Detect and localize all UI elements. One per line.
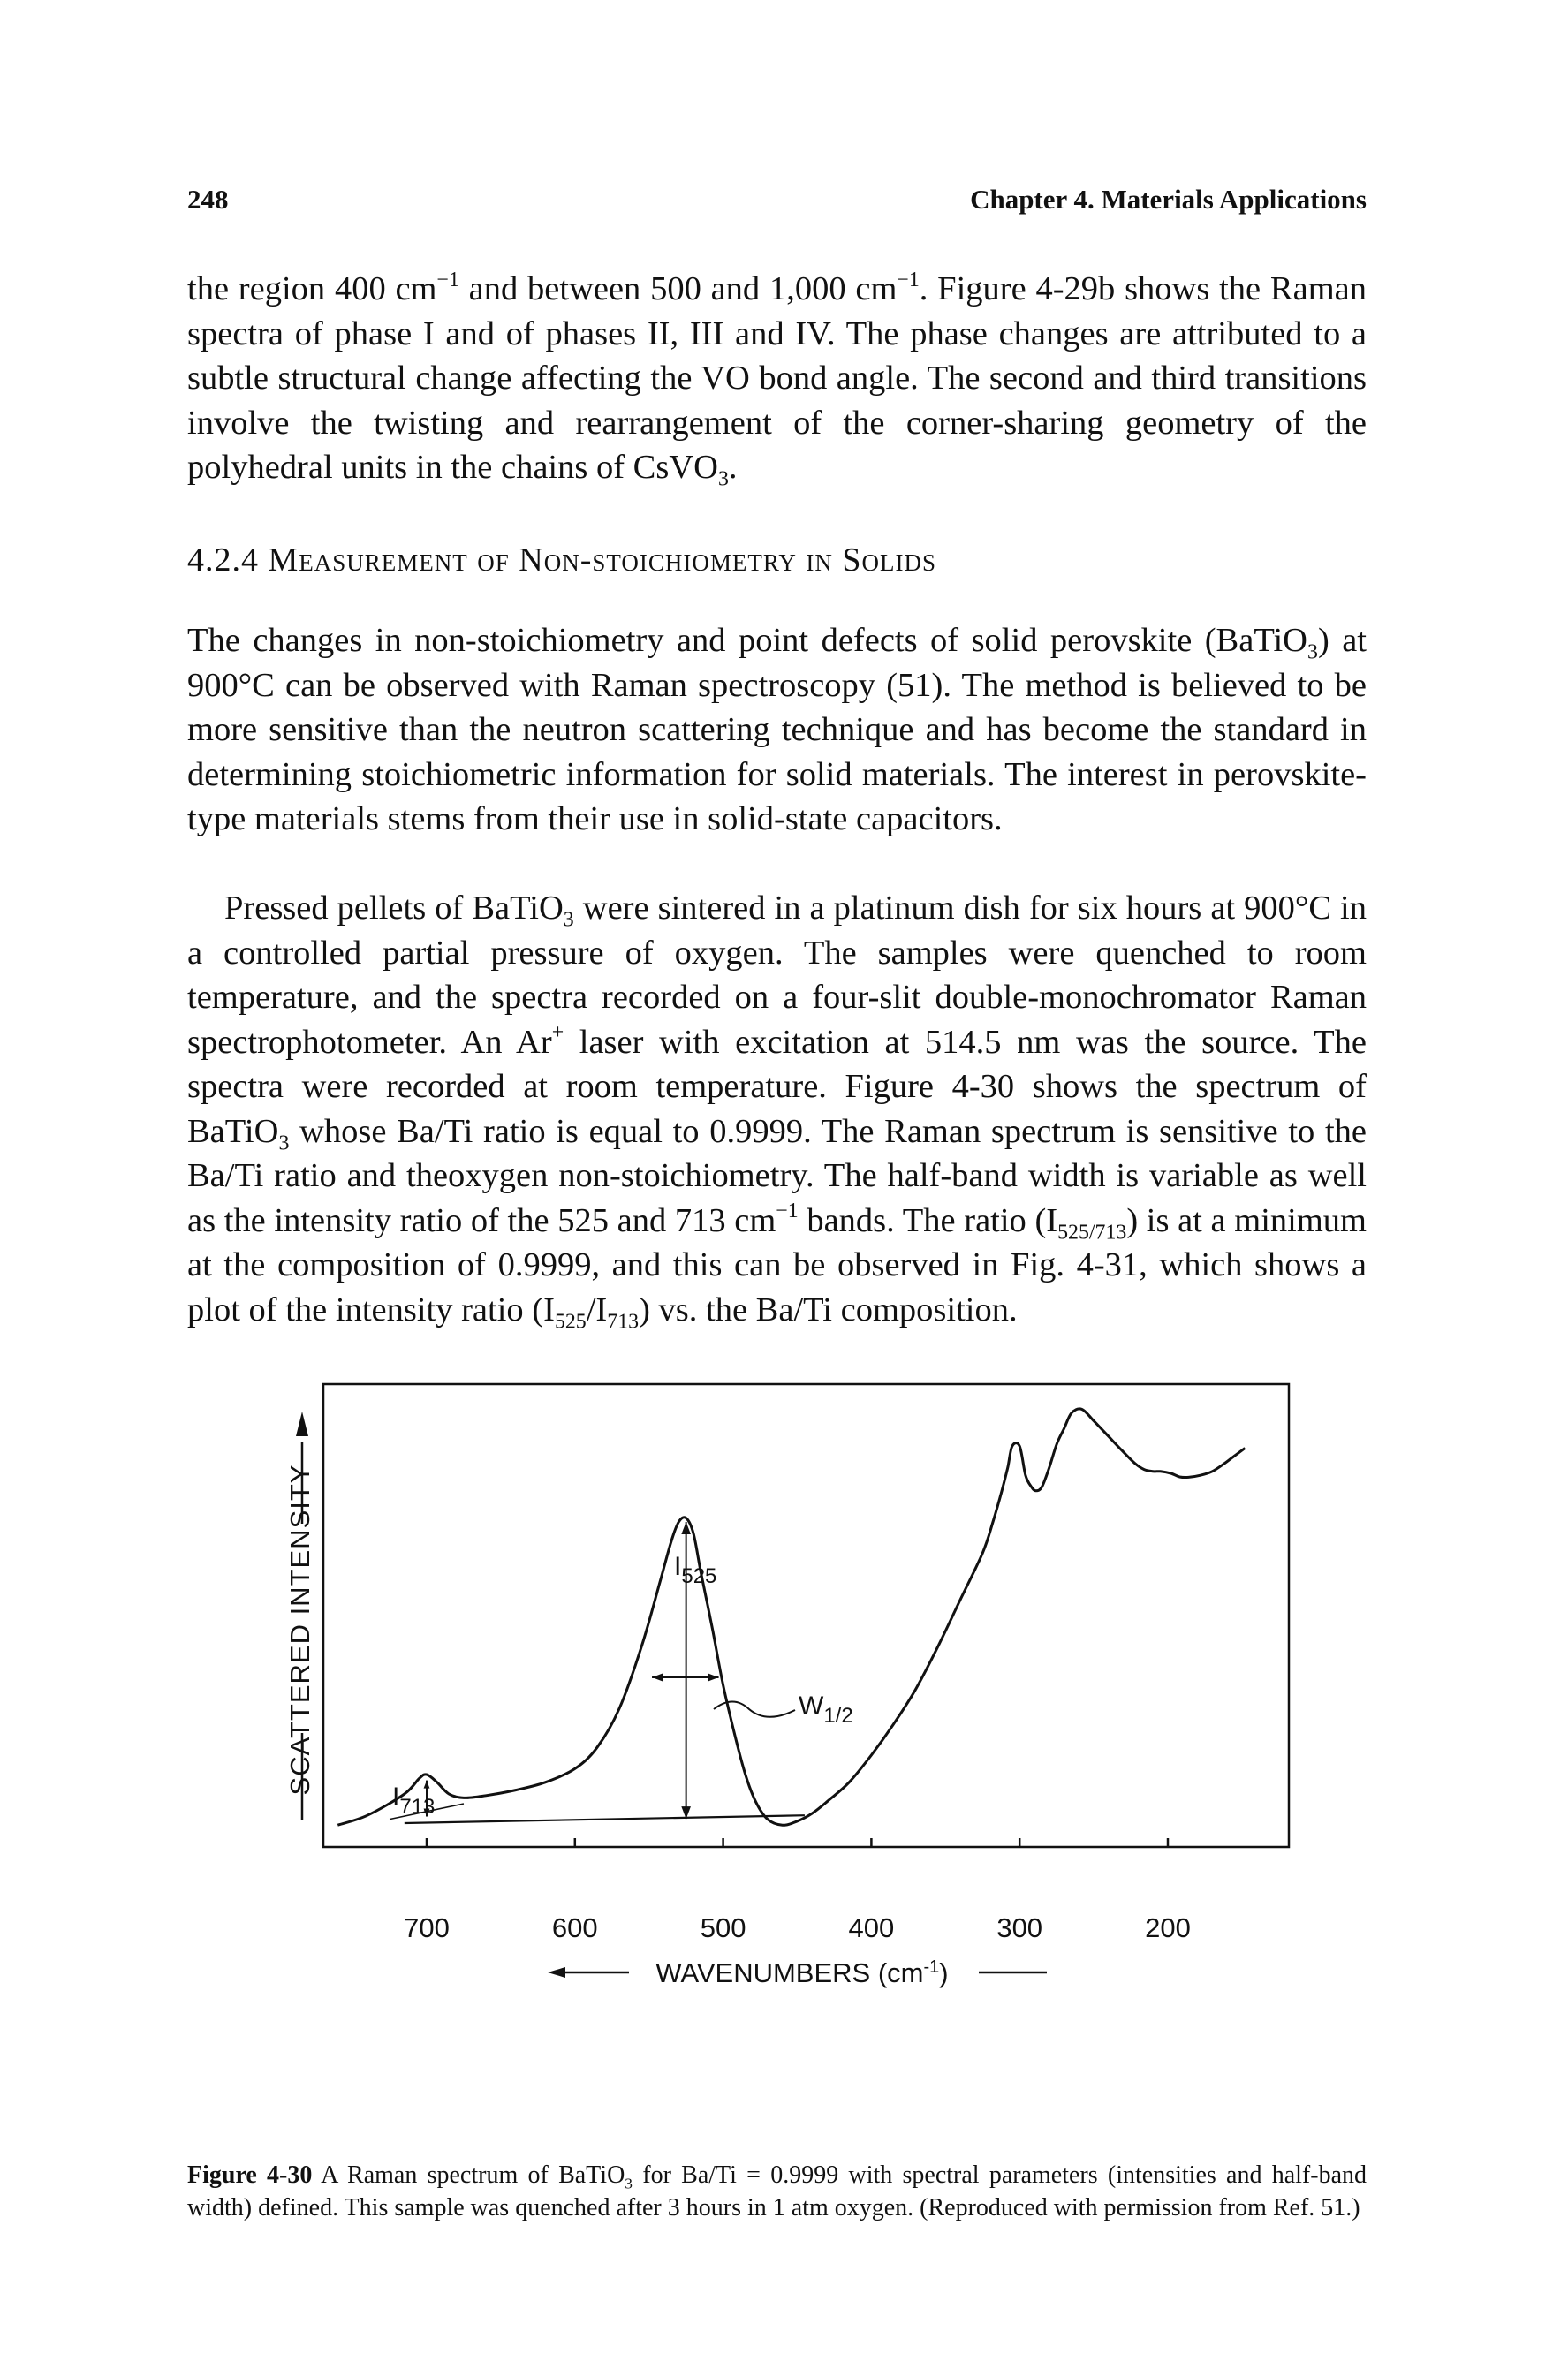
paragraph-perovskite: The changes in non-stoichiometry and poi… [187, 622, 1367, 837]
i713-height-arrow [423, 1780, 430, 1817]
section-heading: 4.2.4 Measurement of Non-stoichiometry i… [187, 541, 937, 579]
x-ticks: 700 600 500 400 300 200 [404, 1838, 1191, 1943]
figure-label: Figure 4-30 [187, 2161, 313, 2189]
w12-label: W1/2 [799, 1692, 853, 1728]
x-tick-label: 700 [404, 1912, 450, 1943]
paragraph-method: Pressed pellets of BaTiO3 were sintered … [187, 889, 1367, 1334]
page-number: 248 [187, 184, 229, 215]
w12-leader-line [713, 1700, 796, 1718]
half-width-arrow [652, 1673, 719, 1682]
x-tick-label: 400 [849, 1912, 895, 1943]
y-axis-label: SCATTERED INTENSITY [284, 1465, 315, 1796]
i713-label: I713 [392, 1782, 435, 1819]
figure-caption: Figure 4-30 A Raman spectrum of BaTiO3 f… [187, 2159, 1367, 2224]
y-axis-arrow [296, 1412, 308, 1820]
plot-frame-box [322, 1382, 1291, 1849]
baseline-line [404, 1814, 805, 1825]
i525-label: I525 [674, 1552, 716, 1588]
spectrum-line [337, 1407, 1246, 1827]
x-tick-label: 300 [996, 1912, 1042, 1943]
caption-text: A Raman spectrum of BaTiO3 for Ba/Ti = 0… [187, 2161, 1367, 2221]
x-tick-label: 200 [1145, 1912, 1191, 1943]
x-axis-label: WAVENUMBERS (cm-1) [655, 1957, 948, 1988]
i525-height-arrow [681, 1522, 691, 1820]
x-tick-label: 500 [701, 1912, 746, 1943]
chapter-title: Chapter 4. Materials Applications [970, 184, 1367, 215]
x-axis-label-group: WAVENUMBERS (cm-1) [548, 1957, 1047, 1988]
x-tick-label: 600 [552, 1912, 598, 1943]
paragraph-csvo3: the region 400 cm−1 and between 500 and … [187, 268, 1367, 491]
